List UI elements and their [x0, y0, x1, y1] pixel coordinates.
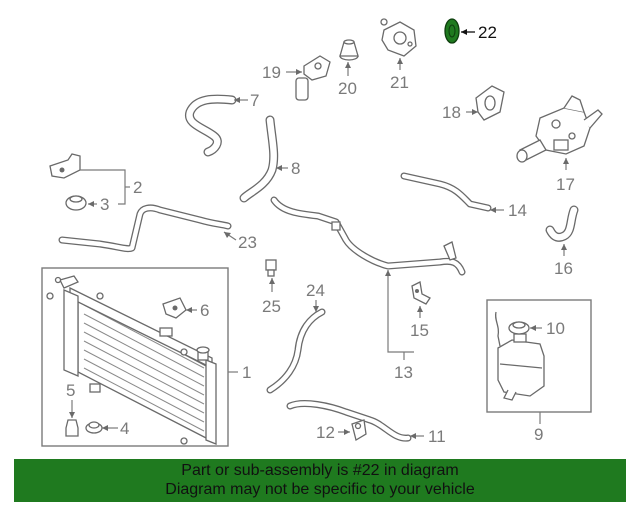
radiator-group-box — [41, 267, 229, 447]
arrow-24 — [313, 306, 319, 312]
callout-12: 12 — [316, 423, 335, 442]
arrow-16 — [561, 244, 567, 250]
callout-10: 10 — [546, 319, 565, 338]
part-16-hose — [545, 205, 579, 242]
part-11-hose — [286, 400, 412, 442]
arrow-18 — [472, 109, 478, 115]
arrow-6 — [186, 307, 192, 313]
part-6-hole — [172, 305, 178, 311]
callout-14: 14 — [508, 201, 527, 220]
part-25-sensor — [265, 259, 277, 277]
part-12-clamp — [351, 419, 367, 442]
arrow-22 — [461, 29, 467, 35]
part-13-pipe — [270, 196, 466, 276]
arrow-11 — [410, 433, 416, 439]
part-15-bracket — [411, 281, 431, 305]
callout-17: 17 — [556, 175, 575, 194]
arrow-21 — [397, 58, 403, 64]
arrow-20 — [345, 62, 351, 68]
banner-line-2: Diagram may not be specific to your vehi… — [165, 481, 475, 498]
info-banner: Part or sub-assembly is #22 in diagram D… — [14, 459, 626, 502]
callout-13: 13 — [394, 363, 413, 382]
part-15-hole — [415, 289, 419, 293]
arrow-4 — [102, 425, 108, 431]
callout-5: 5 — [66, 381, 75, 400]
arrow-8 — [276, 165, 282, 171]
arrow-19 — [296, 69, 302, 75]
part-9-reservoir — [494, 311, 545, 401]
part-5-mount — [65, 419, 79, 437]
callout-7: 7 — [250, 91, 259, 110]
part-13-tab — [443, 241, 457, 261]
part-7-hose — [185, 94, 237, 157]
part-8-hose — [239, 115, 279, 203]
part-2-bracket — [49, 153, 81, 179]
arrow-10 — [530, 325, 536, 331]
leader-13 — [387, 270, 414, 353]
part-17-housing — [516, 95, 603, 163]
part-24-hose — [266, 308, 326, 394]
arrow-25 — [269, 278, 275, 284]
arrow-12 — [344, 429, 350, 435]
callout-1: 1 — [242, 363, 251, 382]
part-4-cushion-top — [88, 421, 100, 429]
callout-4: 4 — [120, 419, 129, 438]
reservoir-group-box — [486, 299, 592, 413]
radiator-drawing — [46, 275, 217, 445]
part-18-gasket-hole — [484, 95, 496, 111]
callout-20: 20 — [338, 79, 357, 98]
part-22-seal — [444, 18, 460, 44]
callout-6: 6 — [200, 301, 209, 320]
callout-3: 3 — [100, 195, 109, 214]
arrow-17 — [563, 158, 569, 164]
arrow-3 — [88, 201, 94, 207]
callout-15: 15 — [410, 321, 429, 340]
callout-21: 21 — [390, 73, 409, 92]
callout-22: 22 — [478, 23, 497, 42]
callout-2: 2 — [133, 178, 142, 197]
callout-9: 9 — [534, 425, 543, 444]
part-3-cushion-top — [69, 195, 83, 203]
arrow-7 — [234, 97, 240, 103]
callout-24: 24 — [306, 281, 325, 300]
callout-18: 18 — [442, 103, 461, 122]
callout-25: 25 — [262, 297, 281, 316]
arrow-14 — [490, 207, 496, 213]
callout-8: 8 — [291, 159, 300, 178]
part-13-clip — [331, 221, 341, 231]
banner-line-1: Part or sub-assembly is #22 in diagram — [181, 462, 459, 479]
arrow-23 — [224, 232, 231, 238]
arrow-13 — [385, 270, 391, 276]
part-20-thermostat — [339, 39, 359, 61]
part-2-hole — [59, 167, 65, 173]
arrow-5 — [69, 412, 75, 418]
arrow-15 — [417, 306, 423, 312]
part-21-outlet — [380, 18, 417, 57]
part-14-pipe — [400, 172, 492, 212]
part-10-cap — [508, 321, 530, 335]
callout-16: 16 — [554, 259, 573, 278]
part-19-outlet — [295, 55, 331, 101]
part-23-pipe — [58, 204, 232, 253]
callout-23: 23 — [238, 233, 257, 252]
callout-19: 19 — [262, 63, 281, 82]
callout-11: 11 — [428, 427, 446, 446]
